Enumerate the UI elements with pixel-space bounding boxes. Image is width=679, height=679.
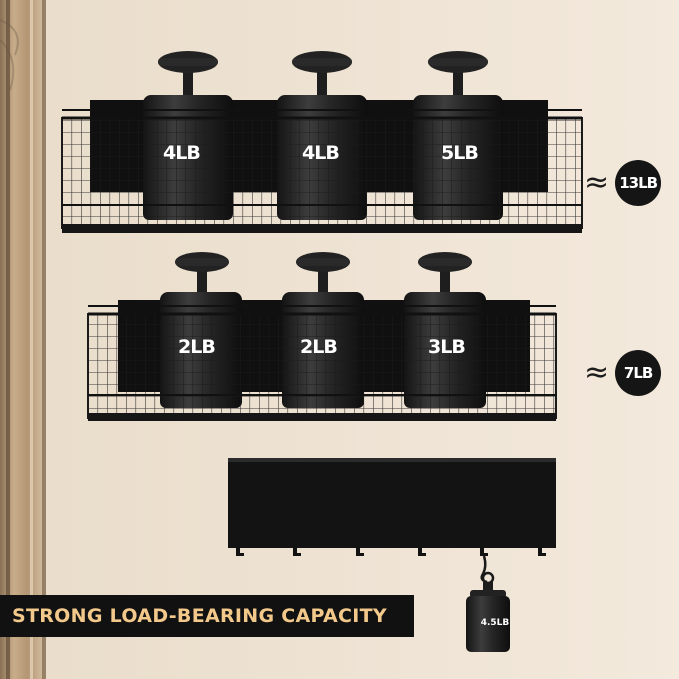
hook-weight-label: 4.5LB xyxy=(480,618,510,628)
approx-icon: ≈ xyxy=(584,355,610,390)
weight-label-top-1: 4LB xyxy=(163,142,201,164)
weight-label-bottom-3: 3LB xyxy=(428,336,466,358)
bottom-shelf-total-badge: 7LB xyxy=(615,350,662,396)
top-shelf-total-badge: 13LB xyxy=(615,160,662,206)
bottom-shelf-total: ≈ 7LB xyxy=(584,350,662,396)
weight-label-bottom-1: 2LB xyxy=(178,336,216,358)
weight-label-top-2: 4LB xyxy=(302,142,340,164)
capacity-banner: STRONG LOAD-BEARING CAPACITY xyxy=(0,595,414,637)
top-shelf-total: ≈ 13LB xyxy=(584,160,662,206)
approx-icon: ≈ xyxy=(584,165,610,200)
weight-label-top-3: 5LB xyxy=(441,142,479,164)
weight-label-bottom-2: 2LB xyxy=(300,336,338,358)
